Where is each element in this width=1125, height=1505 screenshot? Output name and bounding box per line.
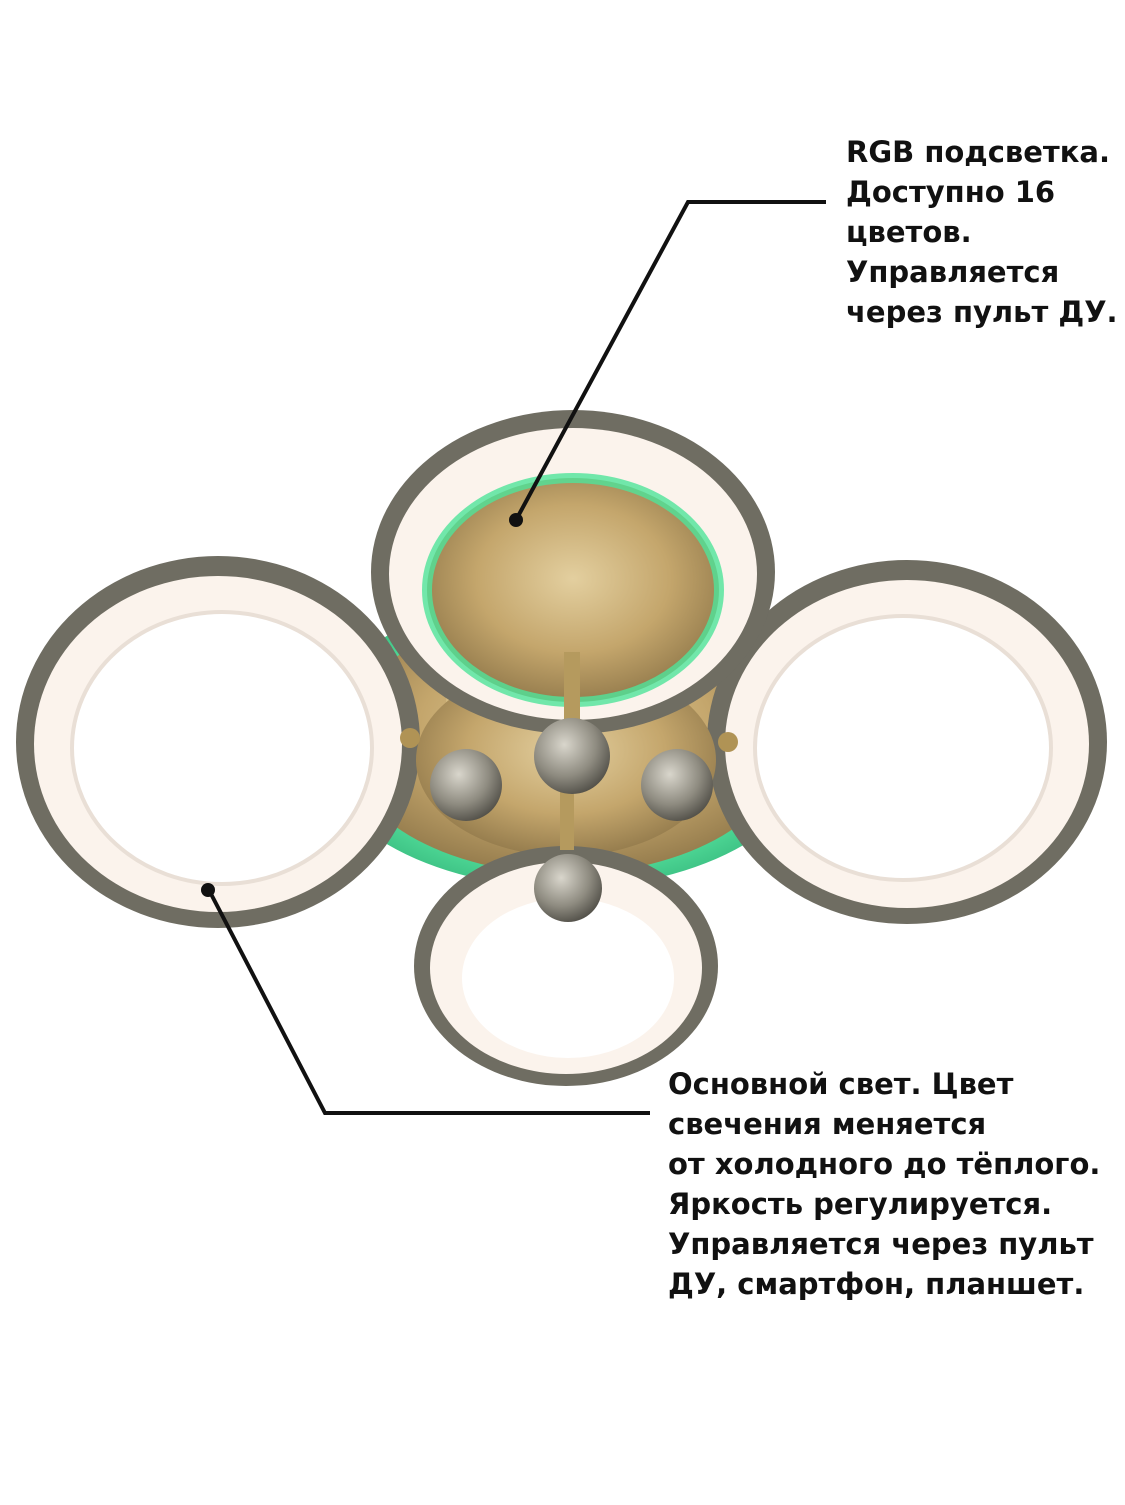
screw-left xyxy=(400,728,420,748)
callout-line: цветов. xyxy=(846,215,972,249)
callout-line: RGB подсветка. xyxy=(846,135,1111,169)
connector-cap-bottom xyxy=(534,854,602,922)
rgb-leader-line xyxy=(514,200,826,521)
right-ring xyxy=(707,560,1107,924)
callout-line: свечения меняется xyxy=(668,1107,987,1141)
callout-line: Управляется xyxy=(846,255,1060,289)
main-light-callout: Основной свет. Цвет свечения меняется от… xyxy=(668,1064,1100,1304)
callout-line: через пульт ДУ. xyxy=(846,295,1118,329)
callout-line: Яркость регулируется. xyxy=(668,1187,1053,1221)
left-ring xyxy=(16,556,420,928)
connector-cap-right xyxy=(641,749,713,821)
top-ring xyxy=(371,410,775,734)
rgb-backlight-callout: RGB подсветка. Доступно 16 цветов. Управ… xyxy=(846,132,1118,332)
connector-cap-left xyxy=(430,749,502,821)
callout-line: Управляется через пульт xyxy=(668,1227,1094,1261)
stem-bottom xyxy=(560,790,574,850)
callout-line: Доступно 16 xyxy=(846,175,1056,209)
bottom-ring xyxy=(414,846,718,1086)
main-light-leader-line xyxy=(208,891,650,1115)
callout-line: от холодного до тёплого. xyxy=(668,1147,1101,1181)
screw-right xyxy=(718,732,738,752)
rgb-leader-dot xyxy=(509,513,523,527)
callout-line: Основной свет. Цвет xyxy=(668,1067,1014,1101)
connector-cap-top xyxy=(534,718,610,794)
stem-top xyxy=(564,652,580,722)
callout-line: ДУ, смартфон, планшет. xyxy=(668,1267,1085,1301)
main-light-leader-dot xyxy=(201,883,215,897)
